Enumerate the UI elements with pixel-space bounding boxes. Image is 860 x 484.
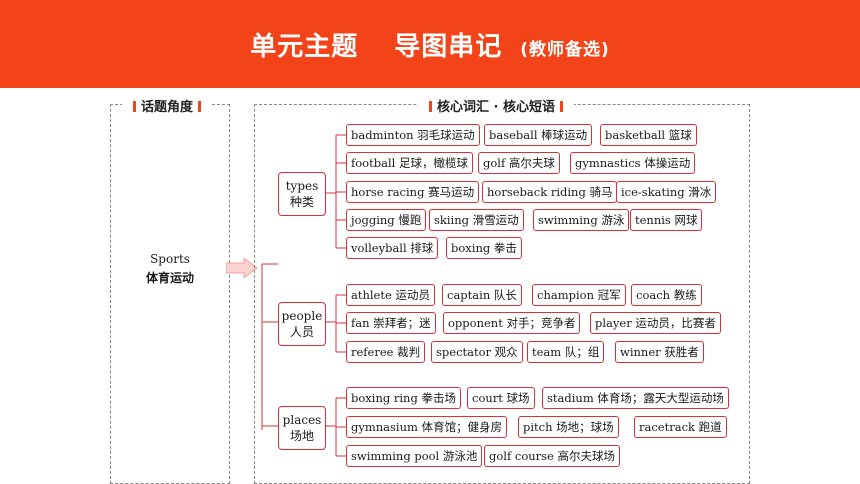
right-panel-title: 核心词汇 · 核心短语: [418, 96, 575, 115]
title-part1: 单元主题: [250, 32, 359, 62]
vocab-item: boxing 拳击: [446, 237, 522, 259]
topic-block: Sports 体育运动: [110, 250, 230, 288]
vocab-item: gymnasium 体育馆；健身房: [346, 416, 508, 438]
vocab-item: stadium 体育场；露天大型运动场: [542, 387, 729, 409]
vocab-item: badminton 羽毛球运动: [346, 124, 480, 146]
vocab-item: pitch 场地；球场: [518, 416, 619, 438]
title-bar-left: [133, 101, 136, 112]
vocab-item: opponent 对手；竞争者: [443, 312, 581, 334]
vocab-item: golf 高尔夫球: [478, 152, 560, 174]
vocab-item: court 球场: [467, 387, 535, 409]
vocab-item: boxing ring 拳击场: [346, 387, 461, 409]
vocab-item: gymnastics 体操运动: [570, 152, 696, 174]
title-bar-right: [198, 101, 202, 112]
vocab-item: horseback riding 骑马: [482, 181, 618, 203]
topic-zh: 体育运动: [145, 271, 194, 285]
vocab-item: athlete 运动员: [346, 284, 435, 306]
vocab-item: volleyball 排球: [346, 237, 439, 259]
title-part2: 导图串记: [394, 32, 503, 62]
title-bar-right: [560, 101, 564, 112]
vocab-item: champion 冠军: [532, 284, 626, 306]
banner-title: 单元主题 导图串记 (教师备选): [0, 26, 860, 63]
vocab-item: coach 教练: [631, 284, 702, 306]
vocab-item: football 足球，橄榄球: [346, 152, 473, 174]
vocab-item: swimming 游泳: [533, 209, 630, 231]
vocab-item: ice-skating 滑冰: [616, 181, 717, 203]
vocab-item: racetrack 跑道: [634, 416, 727, 438]
vocab-item: referee 裁判: [346, 341, 426, 363]
vocab-item: tennis 网球: [630, 209, 703, 231]
topic-en: Sports: [150, 252, 190, 266]
title-bar-left: [429, 101, 432, 112]
left-panel-title: 话题角度: [122, 96, 213, 115]
vocab-item: baseball 棒球运动: [484, 124, 593, 146]
vocab-item: spectator 观众: [431, 341, 523, 363]
vocab-item: fan 崇拜者；迷: [346, 312, 436, 334]
vocab-item: player 运动员，比赛者: [590, 312, 721, 334]
vocab-item: winner 获胜者: [615, 341, 704, 363]
right-arrow-icon: [226, 258, 258, 278]
vocab-item: basketball 篮球: [600, 124, 697, 146]
vocab-item: swimming pool 游泳池: [346, 445, 483, 467]
vocab-item: horse racing 赛马运动: [346, 181, 480, 203]
vocab-item: team 队；组: [527, 341, 605, 363]
vocab-item: jogging 慢跑: [346, 209, 427, 231]
subtitle: (教师备选): [520, 40, 610, 60]
vocab-item: captain 队长: [442, 284, 522, 306]
vocab-item: golf course 高尔夫球场: [484, 445, 621, 467]
vocab-item: skiing 滑雪运动: [429, 209, 524, 231]
header-banner: 单元主题 导图串记 (教师备选): [0, 0, 860, 88]
